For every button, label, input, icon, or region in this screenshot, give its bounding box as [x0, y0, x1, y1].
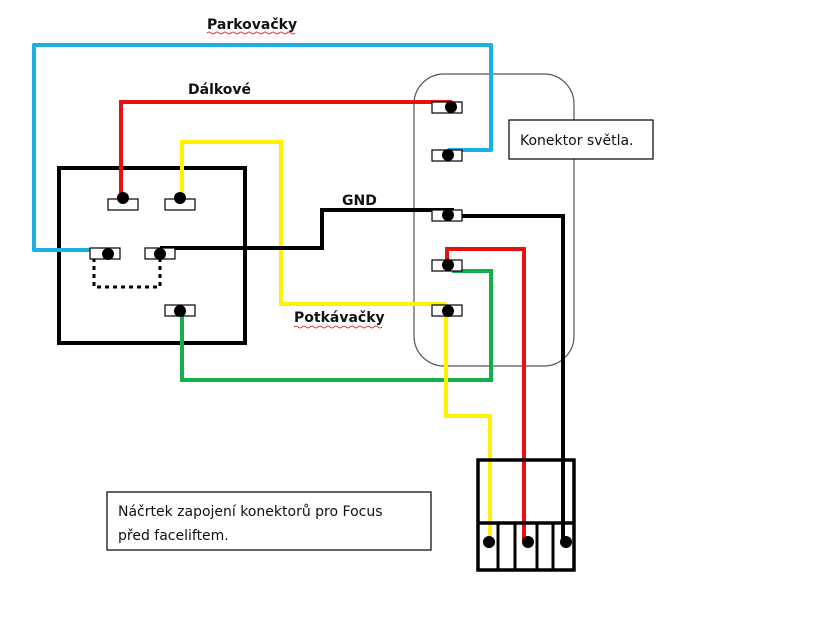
switch-pin	[144, 247, 176, 260]
connector-label: Konektor světla.	[520, 133, 634, 149]
wire-red-to-plug	[445, 247, 526, 542]
connector-label-box	[508, 119, 654, 160]
light-connector-outline	[413, 73, 575, 367]
label-gnd: GND	[342, 193, 377, 209]
connector-pin	[431, 209, 463, 222]
switch-pin	[164, 192, 196, 211]
label-parkovacky: Parkovačky	[207, 17, 297, 33]
connector-pin	[431, 149, 463, 162]
connector-pin	[431, 304, 463, 317]
label-dalkove: Dálkové	[188, 82, 251, 98]
wire-dalkove	[119, 100, 452, 198]
label-potkavacky: Potkávačky	[294, 310, 385, 326]
caption-line-2: před faceliftem.	[118, 528, 229, 544]
plug-pin	[483, 536, 495, 548]
wire-yellow-to-plug	[444, 304, 492, 542]
connector-pin	[431, 101, 463, 114]
wire-potkavacky	[180, 140, 446, 306]
plug-pin	[560, 536, 572, 548]
switch-pin	[164, 304, 196, 317]
spellcheck-underline	[206, 31, 296, 35]
caption-box	[106, 491, 432, 551]
plug-pin	[522, 536, 534, 548]
bottom-plug	[476, 458, 576, 572]
switch-pin	[107, 192, 139, 211]
wire-parkovacky	[32, 43, 493, 252]
spellcheck-underline	[293, 325, 383, 329]
switch-pin	[89, 247, 121, 260]
connector-pin	[431, 259, 463, 272]
dotted-link	[92, 258, 162, 289]
wire-green	[180, 269, 493, 382]
switch-box	[57, 166, 247, 345]
caption-line-1: Náčrtek zapojení konektorů pro Focus	[118, 504, 383, 520]
